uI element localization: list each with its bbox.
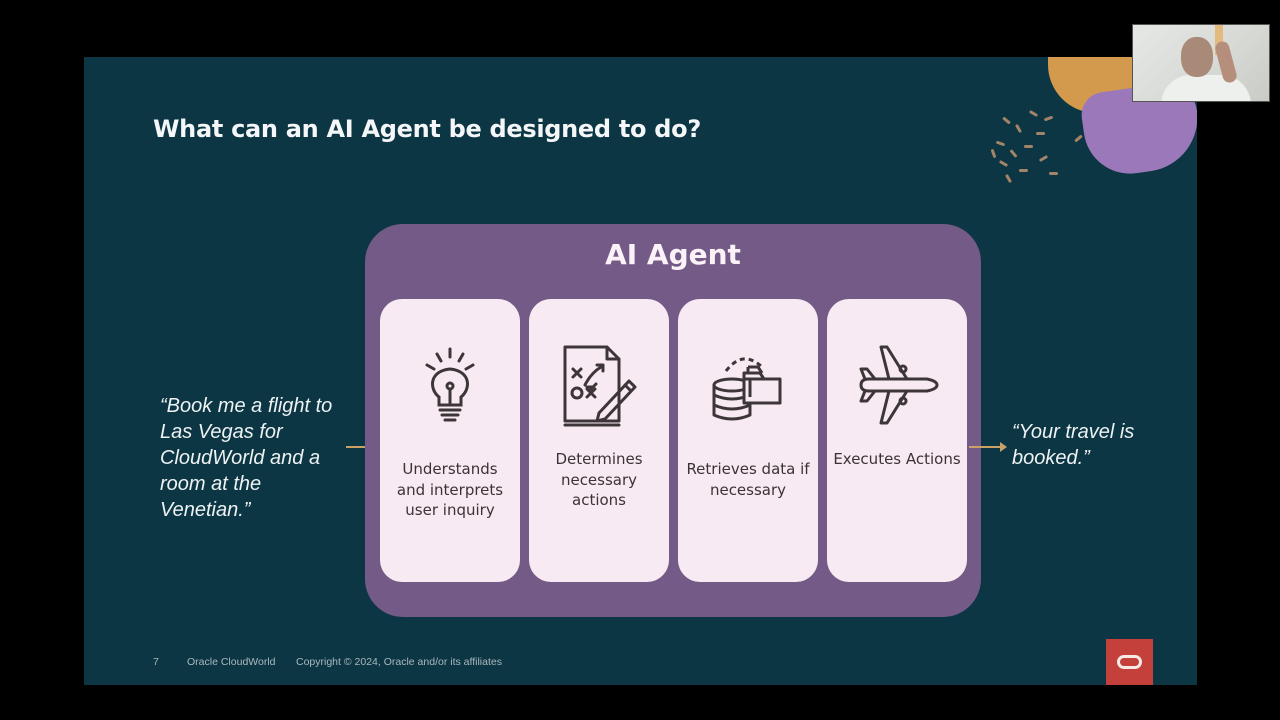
presenter-avatar <box>1181 37 1213 77</box>
agent-title: AI Agent <box>605 238 741 271</box>
step-card-understand: Understands and interprets user inquiry <box>380 299 520 582</box>
footer-event: Oracle CloudWorld <box>187 656 276 668</box>
lightbulb-icon <box>380 343 520 427</box>
input-quote: “Book me a flight to Las Vegas for Cloud… <box>160 395 333 521</box>
step-card-determine: Determines necessary actions <box>529 299 669 582</box>
ai-agent-panel: AI Agent Understands and interprets <box>365 224 981 617</box>
page-number: 7 <box>153 656 159 668</box>
step-label: Determines necessary actions <box>555 450 643 509</box>
output-quote: “Your travel is booked.” <box>1012 421 1135 469</box>
airplane-icon <box>827 343 967 427</box>
presentation-slide: What can an AI Agent be designed to do? … <box>84 57 1197 685</box>
output-arrow <box>969 442 1007 452</box>
step-label: Retrieves data if necessary <box>686 460 810 499</box>
presenter-video[interactable] <box>1132 24 1270 102</box>
database-folder-icon <box>678 343 818 427</box>
step-label: Understands and interprets user inquiry <box>396 460 504 519</box>
footer-copyright: Copyright © 2024, Oracle and/or its affi… <box>296 656 502 668</box>
step-label: Executes Actions <box>833 450 961 468</box>
oracle-logo <box>1106 639 1153 685</box>
step-card-retrieve: Retrieves data if necessary <box>678 299 818 582</box>
strategy-document-icon <box>529 343 669 427</box>
slide-title: What can an AI Agent be designed to do? <box>153 115 701 143</box>
oracle-ring-icon <box>1117 655 1142 669</box>
step-card-execute: Executes Actions <box>827 299 967 582</box>
